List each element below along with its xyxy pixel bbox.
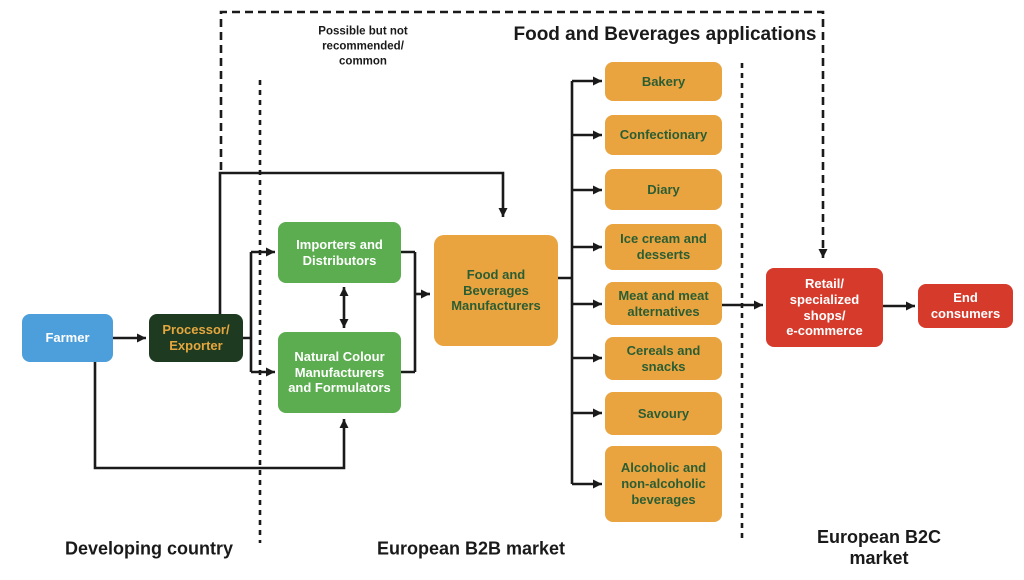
line-suppliers-merge (401, 250, 417, 374)
node-importers-distributors: Importers and Distributors (278, 222, 401, 283)
node-app-meat-alternatives: Meat and meat alternatives (605, 282, 722, 325)
dashed-path-note: Possible but not recommended/ common (318, 25, 408, 68)
node-app-ice-cream-desserts: Ice cream and desserts (605, 224, 722, 270)
node-natural-colour-manufacturers: Natural Colour Manufacturers and Formula… (278, 332, 401, 413)
dashed-direct-path (219, 10, 828, 258)
node-processor-exporter: Processor/ Exporter (149, 314, 243, 362)
section-label-european-b2b-market: European B2B market (376, 538, 566, 559)
node-app-bakery: Bakery (605, 62, 722, 101)
line-fbm-spine (558, 81, 574, 484)
diagram-title: Food and Beverages applications (513, 24, 817, 45)
node-farmer: Farmer (22, 314, 113, 362)
node-app-savoury: Savoury (605, 392, 722, 435)
node-retail-shops-ecommerce: Retail/ specialized shops/ e-commerce (766, 268, 883, 347)
line-processor-split (243, 252, 253, 372)
arrow-farmer-colour (93, 362, 349, 470)
node-app-diary: Diary (605, 169, 722, 210)
arrow-processor-fbm (218, 171, 508, 314)
section-label-developing-country: Developing country (64, 538, 234, 559)
node-app-cereals-snacks: Cereals and snacks (605, 337, 722, 380)
section-label-european-b2c-market: European B2C market (816, 527, 942, 568)
node-end-consumers: End consumers (918, 284, 1013, 328)
node-food-beverages-manufacturers: Food and Beverages Manufacturers (434, 235, 558, 346)
node-app-alcoholic-beverages: Alcoholic and non-alcoholic beverages (605, 446, 722, 522)
node-app-confectionary: Confectionary (605, 115, 722, 155)
